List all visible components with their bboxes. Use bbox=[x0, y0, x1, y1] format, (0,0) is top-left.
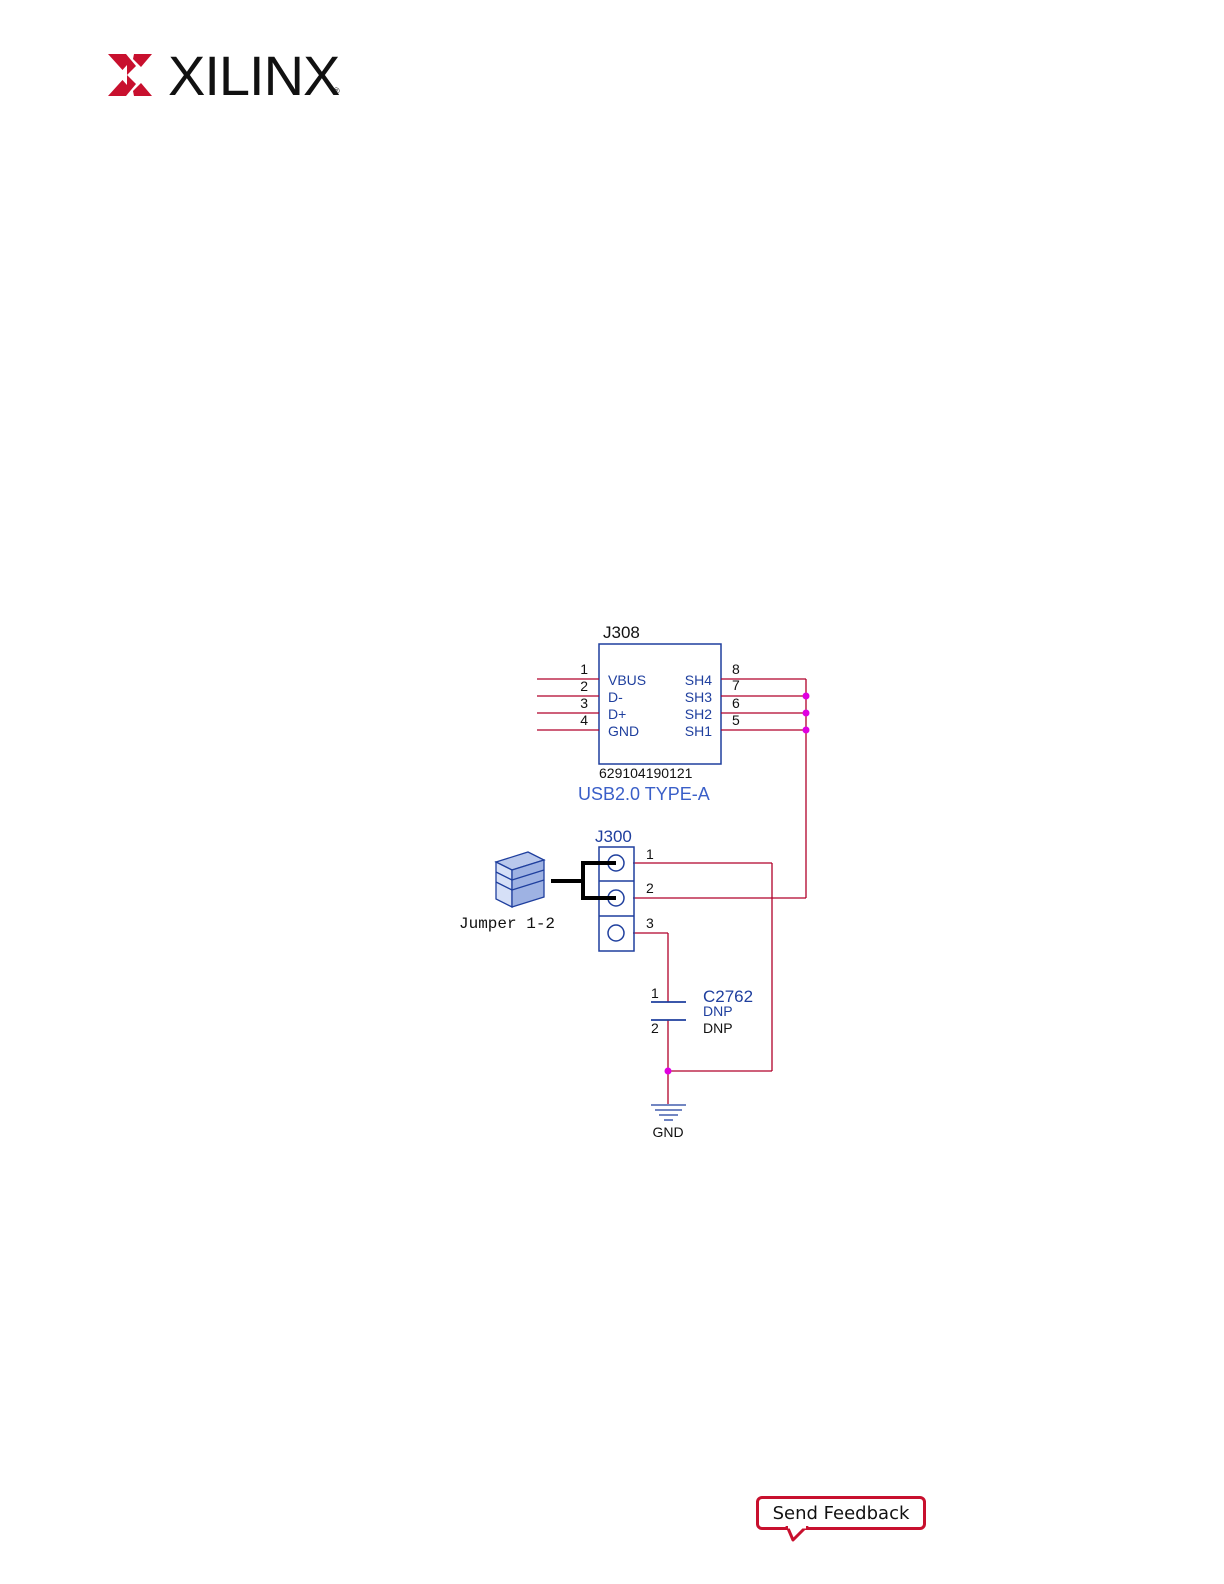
j308-ref: J308 bbox=[603, 623, 640, 642]
capacitor-symbol bbox=[651, 1002, 686, 1020]
j308-pin-num: 4 bbox=[580, 712, 588, 728]
j300-pin-num: 1 bbox=[646, 846, 654, 862]
usb-schematic: J308 1 2 3 4 VBUS D- D+ GND SH4 SH3 SH2 … bbox=[450, 615, 850, 1145]
speech-tail-icon bbox=[785, 1526, 815, 1542]
j308-description: USB2.0 TYPE-A bbox=[578, 784, 710, 804]
j308-pin-name: VBUS bbox=[608, 672, 646, 688]
cap-note: DNP bbox=[703, 1020, 733, 1036]
registered-mark: ® bbox=[333, 86, 340, 96]
j308-pin-name: GND bbox=[608, 723, 639, 739]
ground-icon bbox=[651, 1105, 686, 1120]
cap-value: DNP bbox=[703, 1003, 733, 1019]
j308-pin-num: 8 bbox=[732, 661, 740, 677]
brand-name: XILINX bbox=[168, 44, 339, 108]
j308-pin-num: 5 bbox=[732, 712, 740, 728]
j308-pin-num: 3 bbox=[580, 695, 588, 711]
j300-pin-num: 3 bbox=[646, 915, 654, 931]
j308-part-number: 629104190121 bbox=[599, 765, 693, 781]
junction-dots bbox=[665, 693, 810, 1075]
jumper-block-icon bbox=[496, 852, 544, 907]
j300-ref: J300 bbox=[595, 827, 632, 846]
j308-pin-name: SH1 bbox=[685, 723, 712, 739]
j308-pin-name: SH4 bbox=[685, 672, 712, 688]
j308-pin-num: 6 bbox=[732, 695, 740, 711]
j308-pin-name: D- bbox=[608, 689, 623, 705]
send-feedback-button[interactable]: Send Feedback bbox=[756, 1496, 926, 1530]
send-feedback-label: Send Feedback bbox=[773, 1503, 910, 1524]
j308-pin-num: 1 bbox=[580, 661, 588, 677]
j300-pin-num: 2 bbox=[646, 880, 654, 896]
j308-pin-name: D+ bbox=[608, 706, 626, 722]
j308-pin-name: SH2 bbox=[685, 706, 712, 722]
j308-pin-num: 2 bbox=[580, 678, 588, 694]
cap-pin-num: 1 bbox=[651, 985, 659, 1001]
j308-pin-name: SH3 bbox=[685, 689, 712, 705]
xilinx-logo: XILINX ® bbox=[106, 50, 341, 102]
xilinx-mark-icon bbox=[106, 50, 156, 100]
cap-pin-num: 2 bbox=[651, 1020, 659, 1036]
ground-label: GND bbox=[652, 1124, 683, 1140]
jumper-label: Jumper 1-2 bbox=[459, 915, 555, 933]
